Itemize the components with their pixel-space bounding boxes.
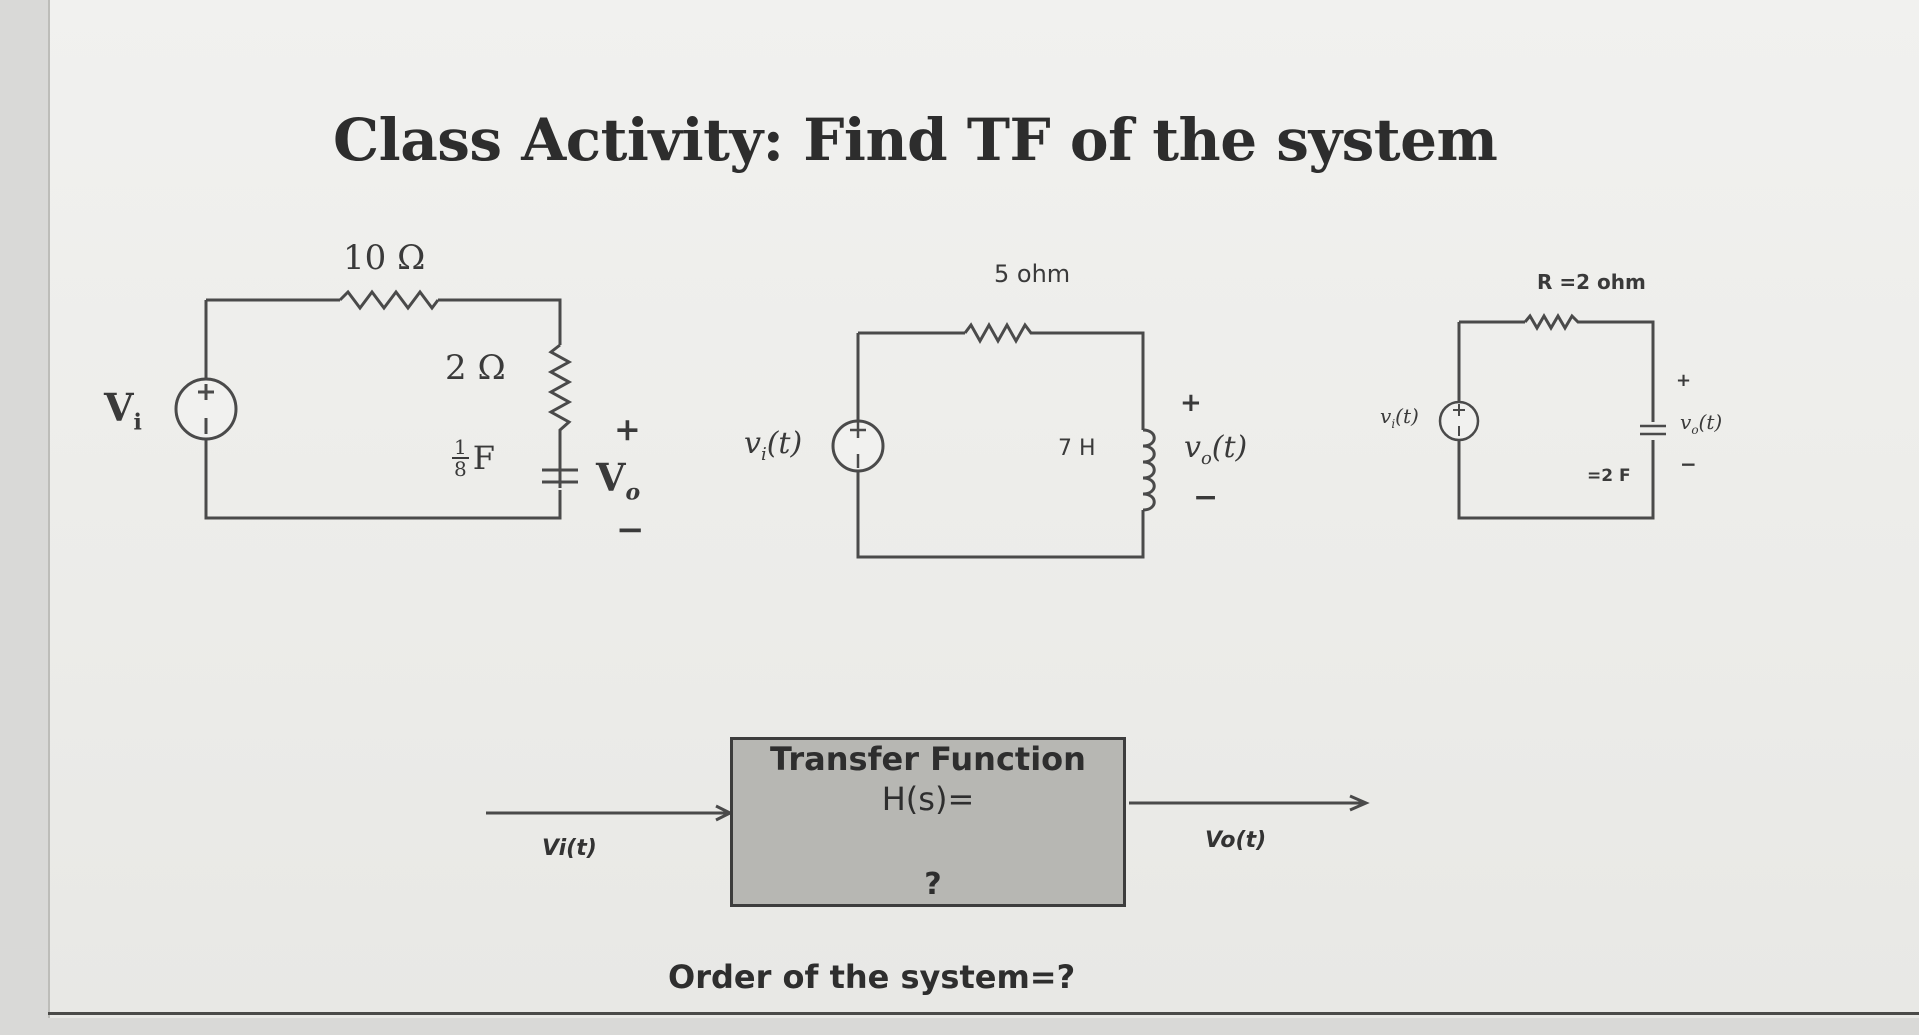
circuit3-out-label: vo(t)	[1680, 410, 1722, 437]
circuit3-wire-loop	[1457, 322, 1655, 520]
bottom-rule	[48, 1012, 1919, 1015]
circuit-2	[831, 321, 1156, 559]
circuit2-voltage-source	[831, 419, 885, 473]
circuit2-out-arg: (t)	[1211, 430, 1248, 465]
circuit3-source-subscript: i	[1391, 417, 1396, 431]
circuit1-source-subscript: i	[133, 409, 142, 436]
circuit1-capacitor-label: 1 8 F	[452, 436, 495, 479]
circuit3-resistor-label: R =2 ohm	[1537, 270, 1646, 294]
circuit2-source-arg: (t)	[766, 426, 803, 461]
circuit1-r-series-label: 10 Ω	[343, 238, 426, 278]
circuit1-r-parallel-label: 2 Ω	[445, 348, 506, 388]
circuit1-wire-top-right	[438, 298, 562, 345]
circuit3-out-letter: v	[1680, 410, 1692, 434]
circuit1-resistor-10ohm	[338, 289, 440, 311]
circuit3-source-label: vi(t)	[1380, 404, 1419, 431]
circuit1-out-minus: −	[616, 510, 645, 550]
circuit3-capacitor-label: =2 F	[1587, 466, 1631, 486]
transfer-function-block: Transfer Function H(s)= ?	[730, 737, 1126, 907]
circuit3-capacitor	[1640, 424, 1666, 436]
circuit3-source-arg: (t)	[1395, 404, 1419, 428]
circuit1-source-polarity	[198, 384, 214, 434]
circuit2-out-subscript: o	[1200, 448, 1212, 469]
circuit3-source-letter: v	[1380, 404, 1392, 428]
circuit-1	[174, 289, 578, 520]
tf-heading: Transfer Function	[770, 740, 1086, 778]
output-arrow-head	[1349, 794, 1370, 812]
circuit2-source-subscript: i	[760, 444, 767, 465]
circuit1-capacitor	[542, 468, 578, 484]
circuit2-inductor-label: 7 H	[1058, 436, 1096, 461]
circuit1-out-subscript: o	[625, 479, 641, 506]
block-output-label: Vo(t)	[1205, 828, 1267, 853]
page-title: Class Activity: Find TF of the system	[333, 106, 1498, 174]
circuit1-voltage-source	[174, 377, 238, 441]
circuit1-cap-denominator: 8	[454, 456, 467, 481]
circuit1-source-letter: V	[104, 385, 134, 430]
circuit3-out-arg: (t)	[1698, 410, 1723, 434]
circuit1-out-label: Vo	[596, 455, 640, 506]
tf-equation: H(s)=	[881, 780, 975, 818]
circuit3-source-polarity	[1453, 404, 1465, 436]
circuit2-source-letter: v	[744, 426, 761, 461]
circuit1-out-plus: +	[614, 410, 641, 448]
circuit1-out-letter: V	[596, 455, 626, 500]
circuit2-out-letter: v	[1184, 430, 1201, 465]
circuit2-resistor-5ohm	[963, 321, 1036, 345]
block-input-label: Vi(t)	[542, 836, 597, 861]
circuit2-wire-top-right	[1036, 331, 1145, 430]
circuit1-cap-unit: F	[472, 438, 495, 477]
circuit3-resistor-2ohm	[1523, 313, 1583, 331]
order-question: Order of the system=?	[668, 958, 1076, 996]
circuit3-out-subscript: o	[1691, 423, 1699, 437]
circuit3-wire-top-right	[1583, 320, 1655, 422]
circuit3-out-minus: −	[1680, 452, 1697, 476]
circuit1-resistor-2ohm	[547, 343, 573, 452]
circuit3-voltage-source	[1438, 400, 1480, 442]
circuit2-out-plus: +	[1180, 388, 1202, 418]
circuit2-wire-loop	[856, 333, 1145, 559]
circuit-3	[1438, 313, 1666, 520]
circuit2-resistor-label: 5 ohm	[994, 260, 1071, 288]
circuit1-wire-bottom	[204, 300, 562, 520]
circuit2-out-label: vo(t)	[1184, 430, 1247, 469]
circuit1-cap-numerator: 1	[452, 434, 469, 459]
circuit1-source-label: Vi	[104, 385, 142, 436]
circuit2-out-minus: −	[1193, 480, 1219, 515]
circuit3-out-plus: +	[1676, 370, 1692, 391]
circuit2-inductor-7h	[1142, 428, 1156, 512]
tf-unknown: ?	[924, 867, 942, 902]
circuit2-source-polarity	[850, 422, 866, 468]
circuit2-source-label: vi(t)	[744, 426, 802, 465]
